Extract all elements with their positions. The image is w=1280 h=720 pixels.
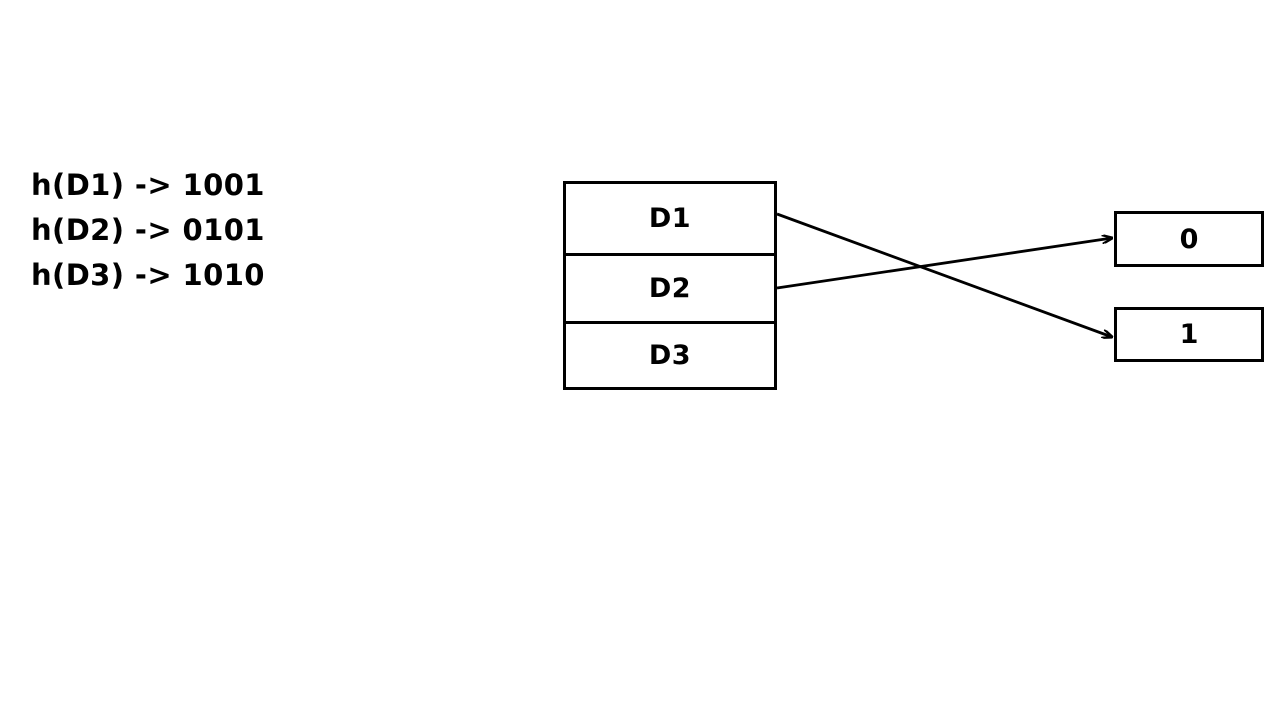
table-row-d1: D1 [566,184,774,256]
table-row-label: D2 [648,273,692,304]
table-row-label: D1 [648,203,692,234]
table-row-d2: D2 [566,256,774,324]
data-table: D1 D2 D3 [563,181,777,390]
arrow-d2-to-bucket-0 [776,238,1112,290]
hash-equation-list: h(D1) -> 1001 h(D2) -> 0101 h(D3) -> 101… [31,163,331,298]
table-row-label: D3 [648,340,692,371]
bucket-box-0: 0 [1114,211,1264,267]
hash-equation-line-1: h(D1) -> 1001 [31,168,265,202]
hash-equation-line-3: h(D3) -> 1010 [31,258,265,292]
bucket-label: 1 [1179,319,1199,350]
arrow-d1-to-bucket-1 [776,212,1112,337]
bucket-box-1: 1 [1114,307,1264,362]
table-row-d3: D3 [566,324,774,387]
hash-equation-line-2: h(D2) -> 0101 [31,213,265,247]
bucket-label: 0 [1179,223,1199,255]
